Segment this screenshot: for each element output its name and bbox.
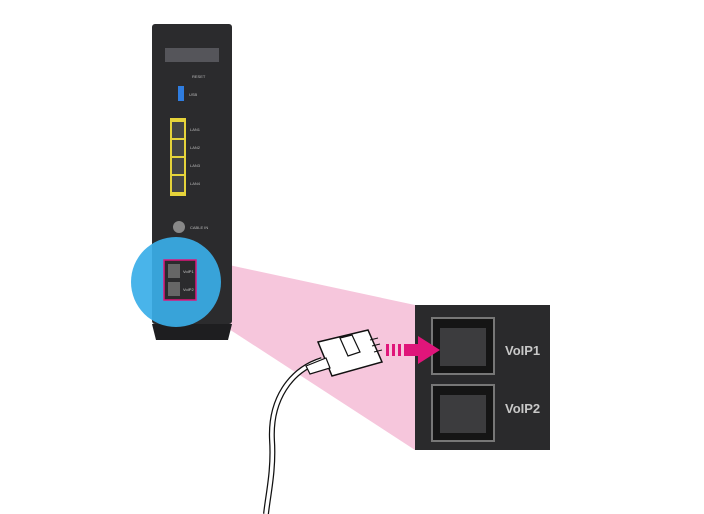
- insert-arrow-icon: [386, 336, 440, 364]
- svg-text:USB: USB: [189, 92, 198, 97]
- svg-text:LAN3: LAN3: [190, 163, 201, 168]
- voip-inset: VoIP1 VoIP2: [415, 305, 550, 450]
- svg-text:VoIP2: VoIP2: [505, 401, 540, 416]
- svg-text:LAN4: LAN4: [190, 181, 201, 186]
- label-sticker: [165, 48, 219, 62]
- svg-text:VoIP1: VoIP1: [505, 343, 540, 358]
- svg-text:VoIP2: VoIP2: [183, 287, 194, 292]
- zoom-cone: [212, 262, 415, 450]
- svg-text:VoIP1: VoIP1: [183, 269, 194, 274]
- rj11-plug: [305, 329, 384, 377]
- svg-text:RESET: RESET: [192, 74, 206, 79]
- svg-text:LAN2: LAN2: [190, 145, 201, 150]
- coax-connector: [173, 221, 185, 233]
- svg-text:LAN1: LAN1: [190, 127, 201, 132]
- svg-text:CABLE IN: CABLE IN: [190, 225, 208, 230]
- usb-port: [178, 86, 184, 101]
